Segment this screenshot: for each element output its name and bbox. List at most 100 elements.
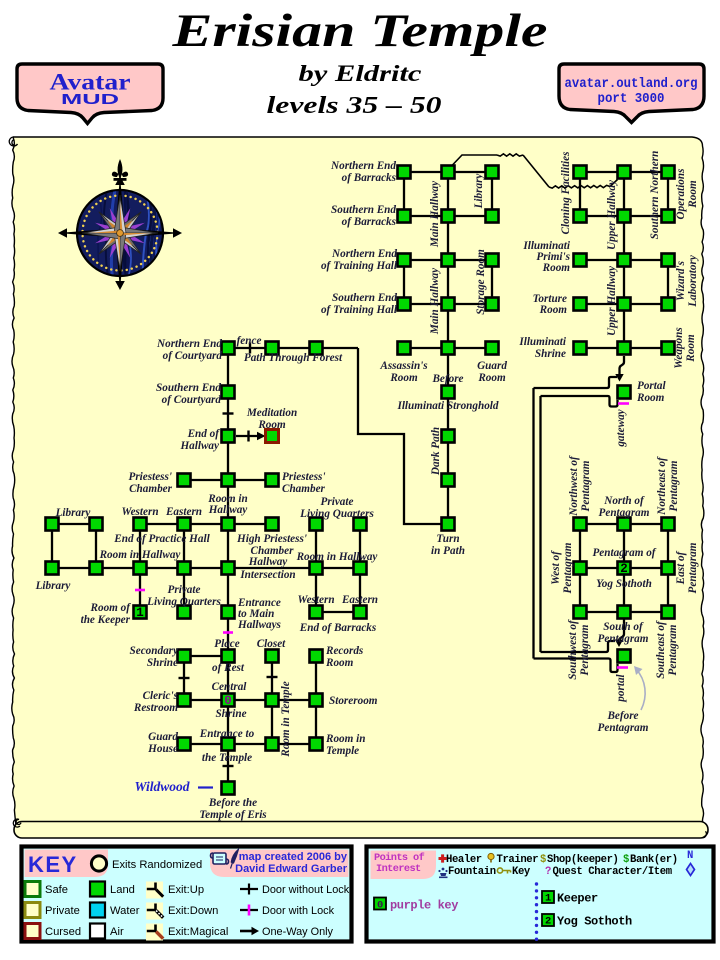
svg-text:Library: Library (35, 580, 71, 592)
svg-text:Room: Room (685, 334, 697, 363)
svg-text:Pentagram: Pentagram (579, 624, 591, 675)
svg-text:Exits Randomized: Exits Randomized (112, 859, 202, 871)
svg-text:Private: Private (168, 584, 201, 596)
svg-text:Exit:Magical: Exit:Magical (168, 926, 228, 938)
svg-text:Entrance to: Entrance to (199, 728, 255, 740)
svg-text:Illuminati Stronghold: Illuminati Stronghold (396, 400, 498, 412)
svg-text:Pentagram: Pentagram (598, 633, 649, 645)
svg-text:1: 1 (545, 893, 551, 905)
svg-text:One-Way Only: One-Way Only (262, 926, 334, 938)
svg-text:Path Through Forest: Path Through Forest (244, 352, 343, 364)
svg-text:avatar.outland.org: avatar.outland.org (565, 77, 698, 92)
svg-text:Intersection: Intersection (239, 569, 295, 581)
svg-text:Fountain: Fountain (448, 866, 496, 878)
svg-text:Quest Character/Item: Quest Character/Item (553, 866, 672, 878)
svg-text:Main Hallway: Main Hallway (429, 268, 441, 335)
svg-text:Living Quarters: Living Quarters (299, 508, 374, 520)
svg-text:Shrine: Shrine (215, 708, 246, 720)
svg-text:Door with Lock: Door with Lock (262, 905, 335, 917)
svg-text:in Path: in Path (431, 545, 465, 557)
svg-text:Wizard's: Wizard's (675, 260, 687, 301)
svg-text:Healer: Healer (446, 854, 482, 866)
svg-text:Chamber: Chamber (251, 545, 295, 557)
svg-text:Southern End: Southern End (332, 292, 397, 304)
svg-text:Cleric's: Cleric's (143, 690, 179, 702)
svg-text:Pentagram: Pentagram (580, 460, 592, 511)
svg-text:1: 1 (136, 606, 144, 620)
svg-text:of Training Hall: of Training Hall (321, 260, 398, 272)
svg-text:Northern End: Northern End (330, 160, 396, 172)
svg-text:Place: Place (214, 638, 240, 650)
svg-text:Room: Room (389, 372, 418, 384)
svg-text:Secondary: Secondary (130, 645, 179, 657)
svg-text:Library: Library (55, 507, 91, 519)
svg-text:of Rest: of Rest (212, 662, 245, 674)
svg-text:Land: Land (110, 884, 135, 896)
svg-text:Pentagram: Pentagram (668, 460, 680, 511)
svg-text:David Edward Garber: David Edward Garber (235, 863, 348, 875)
svg-text:Pentagram of: Pentagram of (592, 547, 656, 559)
svg-text:Priestess': Priestess' (282, 471, 326, 483)
svg-text:Meditation: Meditation (246, 407, 297, 419)
svg-text:$: $ (623, 854, 629, 866)
svg-text:West of: West of (550, 550, 562, 585)
svg-text:Upper Hallway: Upper Hallway (606, 266, 618, 336)
svg-text:Northern End: Northern End (156, 338, 222, 350)
svg-text:Operations: Operations (675, 168, 687, 220)
svg-text:portal: portal (615, 673, 627, 702)
svg-text:Living Quarters: Living Quarters (146, 596, 221, 608)
svg-text:Erisian Temple: Erisian Temple (171, 6, 547, 57)
svg-text:East of: East of (675, 550, 687, 585)
svg-text:Room in Hallway: Room in Hallway (99, 549, 181, 561)
svg-text:Private: Private (321, 496, 354, 508)
svg-text:Trainer: Trainer (497, 854, 539, 866)
svg-text:Water: Water (110, 905, 140, 917)
svg-text:Northern End: Northern End (331, 248, 397, 260)
svg-text:2: 2 (545, 916, 551, 928)
svg-text:Shrine: Shrine (535, 348, 566, 360)
svg-text:Storeroom: Storeroom (329, 695, 378, 707)
svg-text:Portal: Portal (637, 380, 666, 392)
svg-text:Dark Path: Dark Path (430, 427, 442, 476)
svg-text:Pentagram: Pentagram (562, 542, 574, 593)
svg-text:Yog Sothoth: Yog Sothoth (557, 915, 632, 929)
svg-text:Avatar: Avatar (50, 70, 131, 96)
svg-text:of Training Hall: of Training Hall (321, 304, 398, 316)
svg-text:Temple of Eris: Temple of Eris (199, 809, 267, 821)
svg-text:Southeast of: Southeast of (655, 620, 667, 679)
svg-text:of Courtyard: of Courtyard (162, 394, 222, 406)
svg-text:Room: Room (325, 657, 354, 669)
svg-text:2: 2 (620, 562, 628, 576)
svg-text:Exit:Up: Exit:Up (168, 884, 204, 896)
svg-text:Room in: Room in (207, 493, 247, 505)
svg-text:$: $ (540, 854, 546, 866)
svg-text:Room of: Room of (90, 602, 132, 614)
svg-text:Southwest of: Southwest of (567, 619, 579, 680)
svg-text:Keeper: Keeper (557, 892, 598, 906)
svg-text:Room: Room (636, 392, 665, 404)
svg-text:Pentagram: Pentagram (667, 624, 679, 675)
svg-text:Illuminati: Illuminati (522, 240, 571, 252)
svg-text:Room: Room (477, 372, 506, 384)
svg-text:0: 0 (377, 900, 383, 912)
svg-text:Door without Lock: Door without Lock (262, 884, 350, 896)
svg-text:Torture: Torture (533, 293, 567, 305)
svg-text:to Main: to Main (238, 608, 274, 620)
svg-text:Turn: Turn (436, 533, 459, 545)
svg-text:Hallway: Hallway (248, 556, 288, 568)
svg-text:Southern End: Southern End (331, 204, 396, 216)
svg-text:Illuminati: Illuminati (518, 336, 567, 348)
svg-text:Primi's: Primi's (536, 251, 570, 263)
svg-text:Closet: Closet (257, 638, 286, 650)
svg-text:End of: End of (187, 428, 221, 440)
svg-text:N: N (687, 850, 693, 862)
svg-text:Hallway: Hallway (208, 504, 248, 516)
svg-text:Guard: Guard (148, 731, 178, 743)
svg-text:Wildwood: Wildwood (134, 779, 189, 794)
svg-text:port 3000: port 3000 (598, 92, 665, 107)
svg-text:Priestess': Priestess' (128, 471, 172, 483)
svg-text:Room: Room (257, 419, 286, 431)
svg-text:Chamber: Chamber (129, 483, 173, 495)
svg-text:Library: Library (473, 174, 485, 210)
svg-text:Southern Northern: Southern Northern (649, 151, 661, 240)
